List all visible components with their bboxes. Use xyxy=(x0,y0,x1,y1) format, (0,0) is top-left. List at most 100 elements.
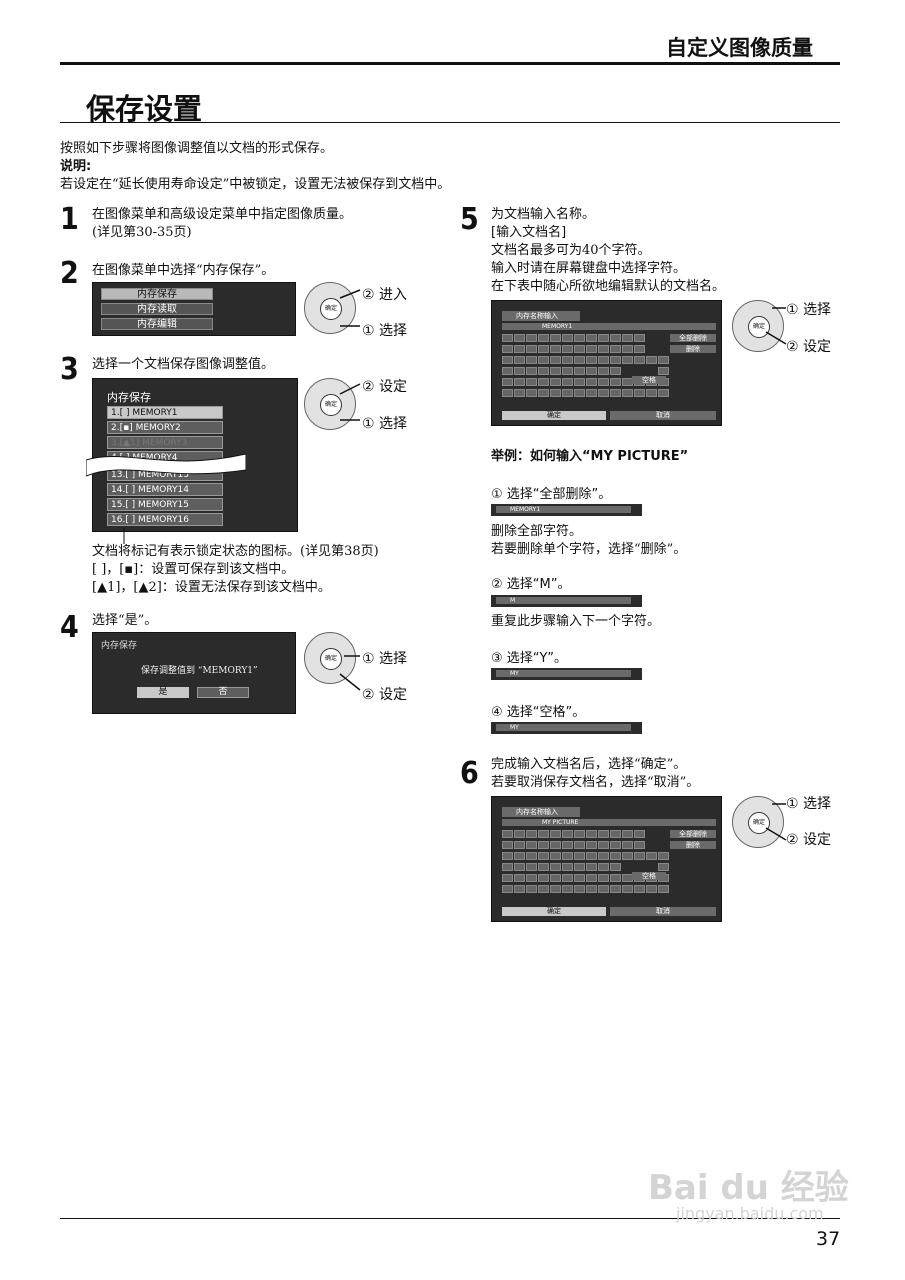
keyboard-key[interactable] xyxy=(598,345,609,353)
keyboard-key[interactable] xyxy=(502,874,513,882)
keyboard-key[interactable] xyxy=(658,852,669,860)
memory-slot[interactable]: 2.[▪] MEMORY2 xyxy=(107,421,223,434)
keyboard-key[interactable] xyxy=(622,389,633,397)
keyboard-key[interactable] xyxy=(526,830,537,838)
keyboard-key[interactable] xyxy=(550,841,561,849)
keyboard-key[interactable] xyxy=(526,345,537,353)
keyboard-key[interactable] xyxy=(550,356,561,364)
keyboard-key[interactable] xyxy=(610,841,621,849)
keyboard-key[interactable] xyxy=(514,852,525,860)
keyboard-key[interactable] xyxy=(526,863,537,871)
keyboard-key[interactable] xyxy=(538,345,549,353)
keyboard-key[interactable] xyxy=(658,367,669,375)
name-input-field[interactable]: MY PICTURE xyxy=(502,819,716,826)
keyboard-key[interactable] xyxy=(646,389,657,397)
keyboard-key[interactable] xyxy=(514,367,525,375)
cancel-button[interactable]: 取消 xyxy=(610,411,716,420)
keyboard-key[interactable] xyxy=(526,852,537,860)
keyboard-key[interactable] xyxy=(622,356,633,364)
keyboard-key[interactable] xyxy=(610,367,621,375)
keyboard-key[interactable] xyxy=(574,389,585,397)
menu-memory-save[interactable]: 内存保存 xyxy=(101,288,213,300)
keyboard-key[interactable] xyxy=(514,830,525,838)
keyboard-key[interactable] xyxy=(586,885,597,893)
keyboard-key[interactable] xyxy=(514,389,525,397)
keyboard-key[interactable] xyxy=(502,356,513,364)
keyboard-key[interactable] xyxy=(562,378,573,386)
keyboard-key[interactable] xyxy=(526,389,537,397)
keyboard-key[interactable] xyxy=(646,356,657,364)
keyboard-key[interactable] xyxy=(550,885,561,893)
ok-button[interactable]: 确定 xyxy=(502,411,606,420)
keyboard-key[interactable] xyxy=(574,841,585,849)
keyboard-key[interactable] xyxy=(526,841,537,849)
keyboard-key[interactable] xyxy=(526,367,537,375)
keyboard-key[interactable] xyxy=(646,885,657,893)
keyboard-key[interactable] xyxy=(502,334,513,342)
keyboard-key[interactable] xyxy=(526,334,537,342)
keyboard-key[interactable] xyxy=(550,863,561,871)
keyboard-key[interactable] xyxy=(586,378,597,386)
keyboard-key[interactable] xyxy=(622,345,633,353)
keyboard-key[interactable] xyxy=(538,378,549,386)
keyboard-key[interactable] xyxy=(514,841,525,849)
keyboard-key[interactable] xyxy=(562,841,573,849)
keyboard-key[interactable] xyxy=(574,356,585,364)
clear-all-key[interactable]: 全部删除 xyxy=(670,334,716,342)
keyboard-key[interactable] xyxy=(646,852,657,860)
delete-key[interactable]: 删除 xyxy=(670,345,716,353)
keyboard-key[interactable] xyxy=(538,885,549,893)
keyboard-key[interactable] xyxy=(550,874,561,882)
keyboard-key[interactable] xyxy=(610,356,621,364)
keyboard-key[interactable] xyxy=(502,378,513,386)
keyboard-key[interactable] xyxy=(538,389,549,397)
space-key[interactable]: 空格 xyxy=(632,376,666,384)
keyboard-key[interactable] xyxy=(574,367,585,375)
keyboard-key[interactable] xyxy=(634,830,645,838)
keyboard-key[interactable] xyxy=(514,885,525,893)
memory-slot[interactable]: 15.[ ] MEMORY15 xyxy=(107,498,223,511)
keyboard-key[interactable] xyxy=(562,389,573,397)
cancel-button[interactable]: 取消 xyxy=(610,907,716,916)
keyboard-key[interactable] xyxy=(502,367,513,375)
delete-key[interactable]: 删除 xyxy=(670,841,716,849)
keyboard-key[interactable] xyxy=(586,367,597,375)
keyboard-key[interactable] xyxy=(586,356,597,364)
keyboard-key[interactable] xyxy=(634,356,645,364)
keyboard-key[interactable] xyxy=(598,334,609,342)
keyboard-key[interactable] xyxy=(598,863,609,871)
keyboard-key[interactable] xyxy=(526,356,537,364)
keyboard-key[interactable] xyxy=(622,830,633,838)
keyboard-key[interactable] xyxy=(610,345,621,353)
keyboard-key[interactable] xyxy=(610,863,621,871)
keyboard-key[interactable] xyxy=(562,885,573,893)
keyboard-key[interactable] xyxy=(562,356,573,364)
ok-button[interactable]: 确定 xyxy=(502,907,606,916)
keyboard-key[interactable] xyxy=(598,830,609,838)
keyboard-key[interactable] xyxy=(538,367,549,375)
keyboard-key[interactable] xyxy=(610,874,621,882)
keyboard-key[interactable] xyxy=(610,852,621,860)
keyboard-key[interactable] xyxy=(634,885,645,893)
keyboard-key[interactable] xyxy=(658,356,669,364)
keyboard-key[interactable] xyxy=(574,830,585,838)
keyboard-key[interactable] xyxy=(622,334,633,342)
keyboard-key[interactable] xyxy=(526,378,537,386)
keyboard-key[interactable] xyxy=(622,841,633,849)
keyboard-key[interactable] xyxy=(562,830,573,838)
memory-slot[interactable]: 14.[ ] MEMORY14 xyxy=(107,483,223,496)
keyboard-key[interactable] xyxy=(538,852,549,860)
keyboard-key[interactable] xyxy=(610,885,621,893)
keyboard-key[interactable] xyxy=(634,841,645,849)
keyboard-key[interactable] xyxy=(586,389,597,397)
keyboard-key[interactable] xyxy=(610,830,621,838)
keyboard-key[interactable] xyxy=(586,874,597,882)
keyboard-key[interactable] xyxy=(502,389,513,397)
memory-slot[interactable]: 3.[▲1] MEMORY3 xyxy=(107,436,223,449)
keyboard-key[interactable] xyxy=(538,874,549,882)
keyboard-key[interactable] xyxy=(634,345,645,353)
keyboard-key[interactable] xyxy=(586,863,597,871)
keyboard-key[interactable] xyxy=(550,378,561,386)
keyboard-key[interactable] xyxy=(502,863,513,871)
keyboard-key[interactable] xyxy=(610,334,621,342)
